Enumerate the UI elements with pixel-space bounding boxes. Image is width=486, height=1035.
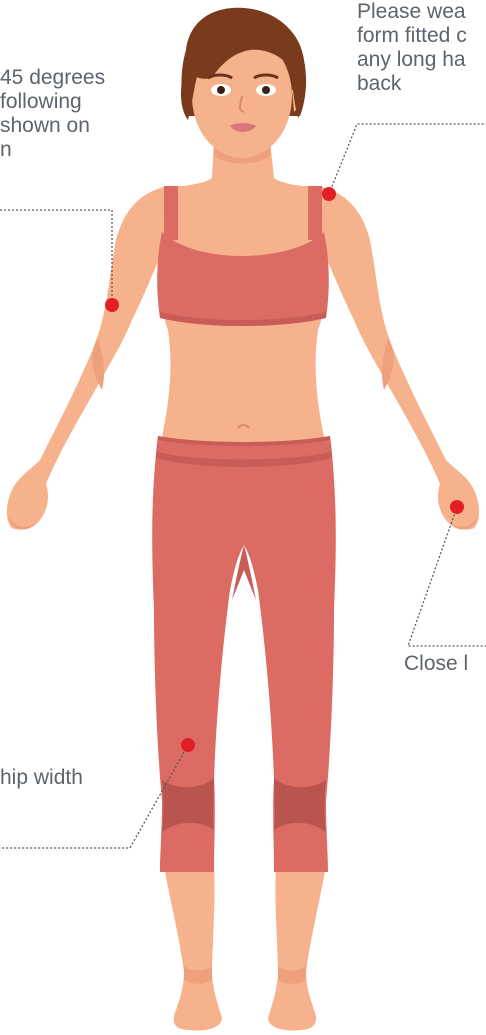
right-lower-leg	[268, 866, 326, 1031]
shoulder-marker	[322, 187, 336, 201]
leggings	[152, 436, 336, 872]
callout-line: form fitted c	[357, 24, 467, 48]
knee-marker	[181, 738, 195, 752]
head	[181, 8, 306, 158]
callout-line: Please wea	[357, 0, 467, 24]
callout-line: shown on	[0, 114, 105, 138]
callout-bottom-left: hip width	[0, 766, 83, 790]
callout-line: Close l	[404, 652, 468, 676]
legs	[164, 866, 326, 1031]
right-arm	[318, 186, 479, 530]
right-strap	[308, 186, 322, 240]
callout-line: any long ha	[357, 48, 467, 72]
callout-line: 45 degrees	[0, 66, 105, 90]
leader-line-wrist	[408, 507, 486, 646]
callout-line: hip width	[0, 766, 83, 790]
elbow-marker	[105, 298, 119, 312]
callout-right: Close l	[404, 652, 468, 676]
wrist-marker	[450, 500, 464, 514]
leader-line-shoulder	[329, 124, 486, 194]
leader-line-elbow	[0, 210, 112, 305]
left-lower-leg	[164, 866, 222, 1031]
callout-top-right: Please wea form fitted c any long ha bac…	[357, 0, 467, 96]
callout-line: following	[0, 90, 105, 114]
callout-top-left: 45 degrees following shown on n	[0, 66, 105, 162]
left-strap	[164, 186, 178, 240]
left-arm	[7, 186, 168, 530]
callout-line: n	[0, 138, 105, 162]
callout-line: back	[357, 72, 467, 96]
